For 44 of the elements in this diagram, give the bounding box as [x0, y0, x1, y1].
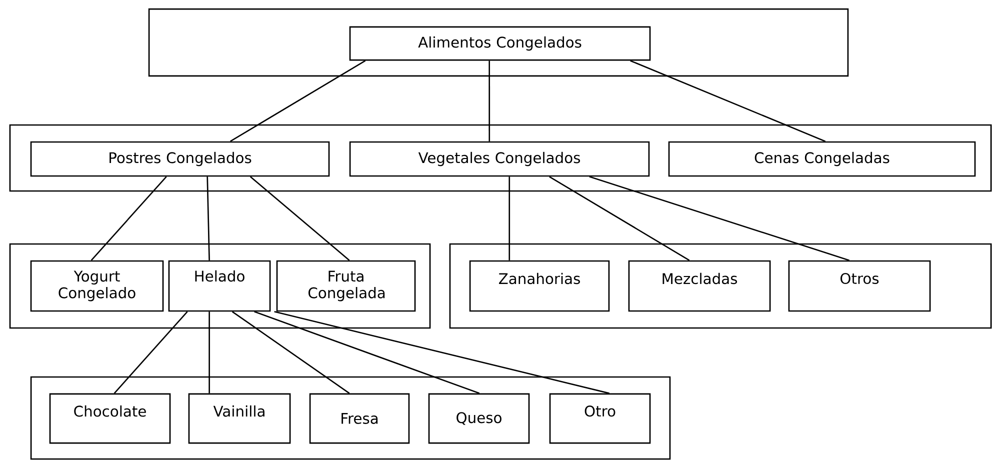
group-frame — [9, 124, 992, 192]
box-label: Alimentos Congelados — [418, 36, 582, 51]
box-label: Mezcladas — [662, 272, 738, 284]
box-label: Vainilla — [213, 405, 264, 417]
connector-line — [206, 176, 210, 260]
category-box — [349, 141, 650, 177]
category-box — [188, 393, 291, 444]
category-box — [469, 260, 610, 312]
category-box — [549, 393, 651, 444]
category-box — [788, 260, 931, 312]
connector-line — [488, 60, 490, 142]
box-label: Queso — [456, 412, 502, 425]
group-frame — [9, 243, 431, 329]
category-box — [428, 393, 530, 444]
category-box — [276, 260, 416, 312]
connector-line — [114, 311, 188, 394]
category-box — [628, 260, 771, 312]
box-label: Vegetales Congelados — [418, 152, 580, 166]
group-frame — [30, 376, 671, 460]
category-box — [168, 260, 271, 312]
box-label: Zanahorias — [499, 272, 580, 284]
category-box — [49, 393, 171, 444]
box-label: Cenas Congeladas — [754, 152, 890, 166]
box-label: Yogurt Congelado — [58, 270, 136, 302]
box-label: Fresa — [342, 413, 378, 424]
box-label: Chocolate — [74, 405, 146, 417]
connector-line — [232, 311, 350, 394]
category-box — [668, 141, 976, 177]
connector-line — [208, 312, 210, 394]
box-label: Otros — [840, 272, 879, 284]
category-box — [30, 141, 330, 177]
connector-line — [508, 176, 510, 260]
category-box — [309, 393, 410, 444]
box-label: Helado — [195, 270, 244, 282]
box-label: Fruta Congelada — [308, 270, 385, 302]
group-frame — [449, 243, 992, 329]
connector-line — [549, 176, 690, 261]
group-frame — [148, 8, 849, 77]
connector-line — [250, 176, 350, 261]
category-box — [30, 260, 164, 312]
box-label: Otro — [584, 406, 616, 417]
box-label: Postres Congelados — [110, 152, 252, 166]
connector-line — [90, 176, 167, 261]
category-box — [349, 26, 651, 61]
